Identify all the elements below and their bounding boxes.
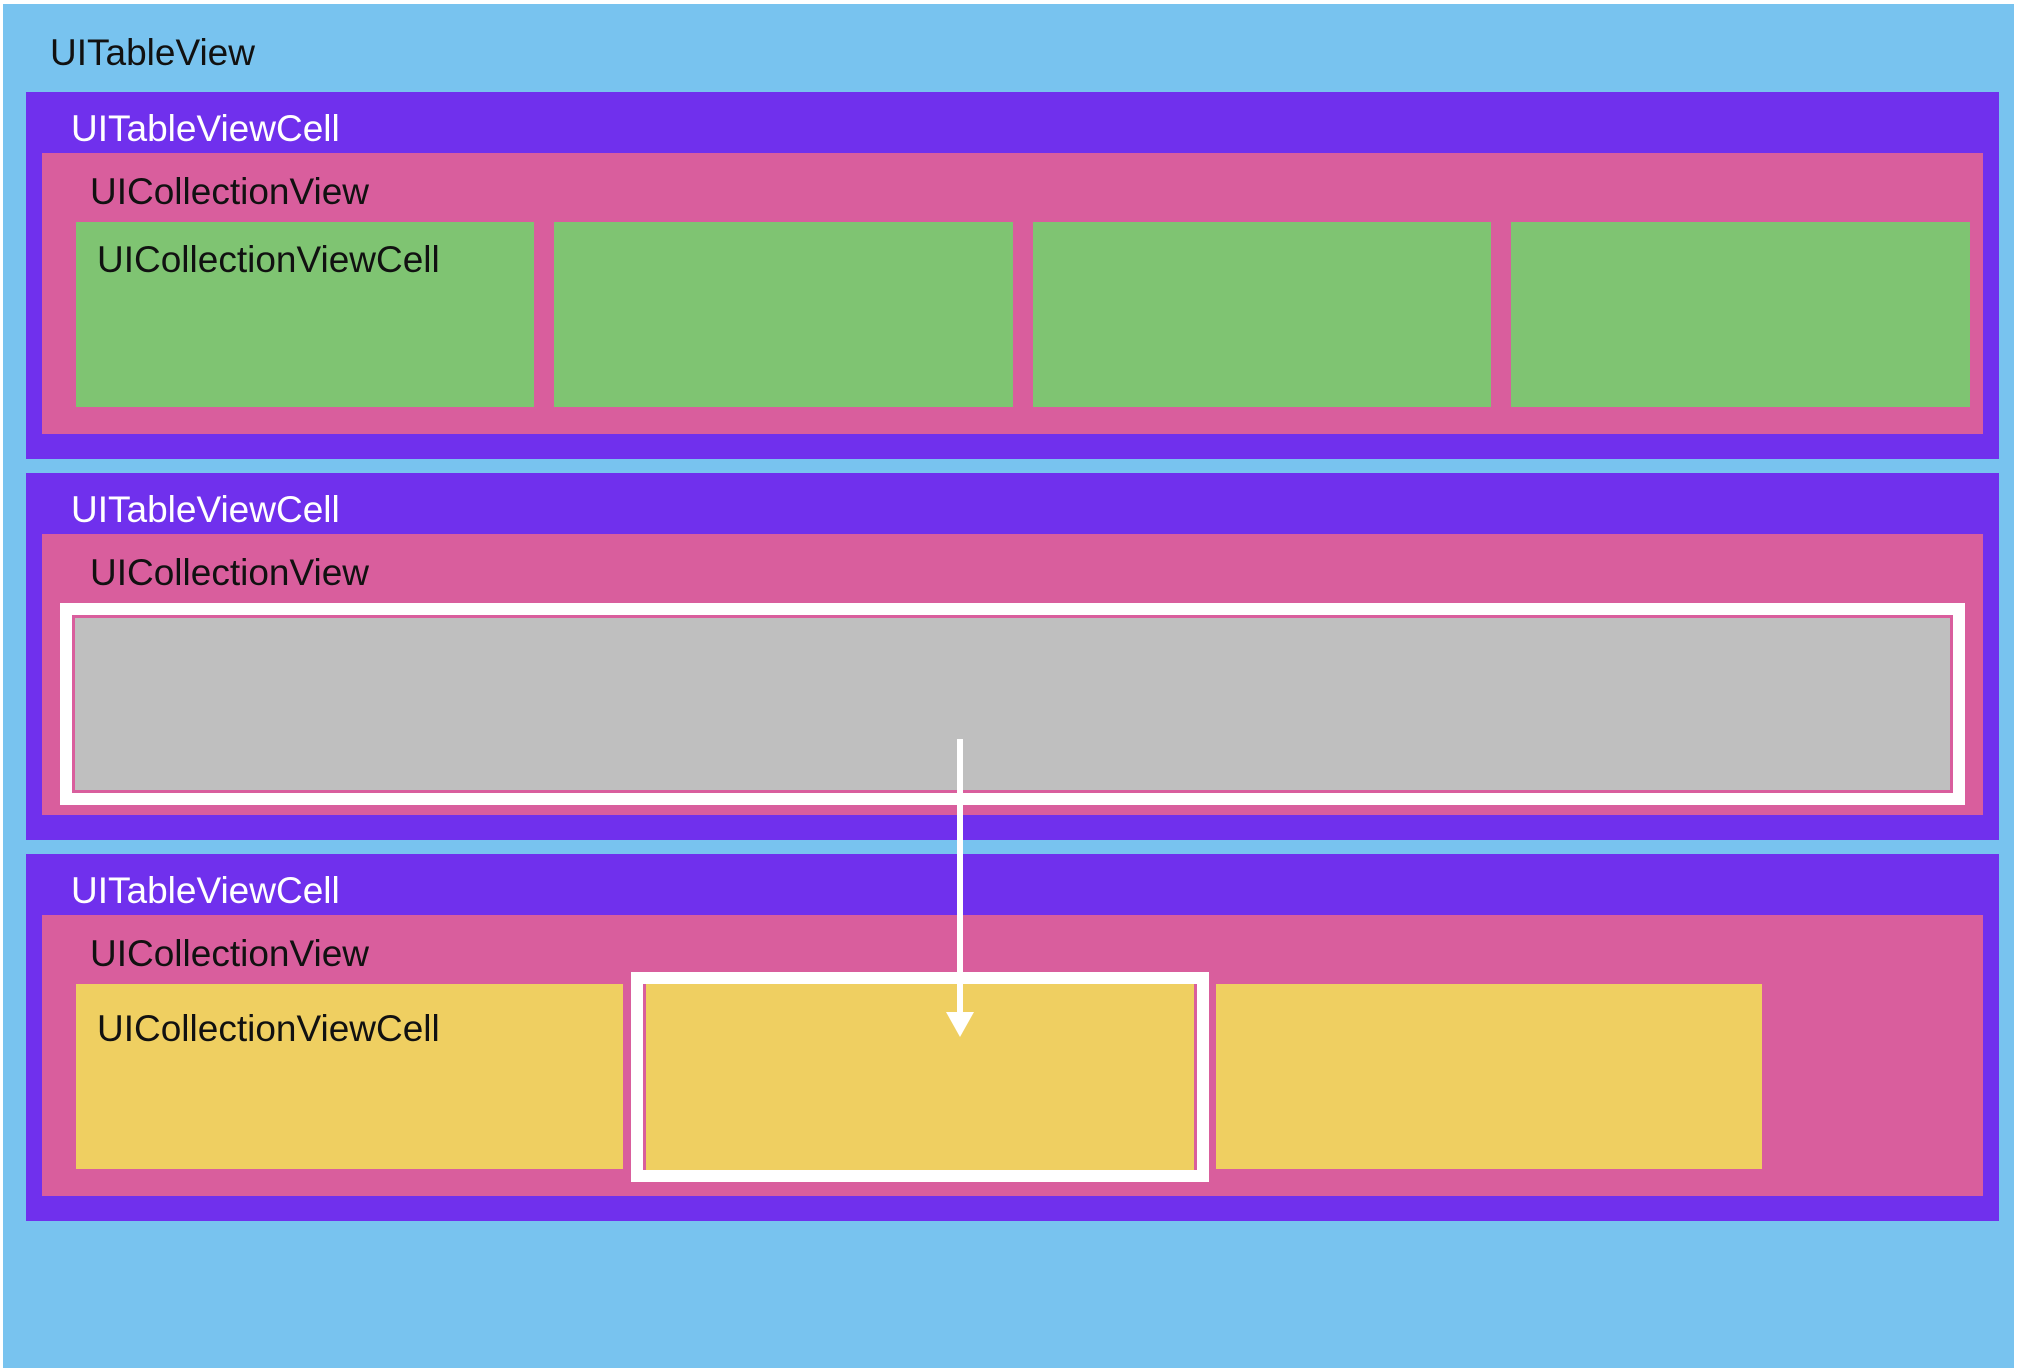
collection-view-1: UICollectionView UICollectionViewCell xyxy=(42,153,1983,434)
collection-view-cell xyxy=(646,984,1194,1170)
collection-view-label: UICollectionView xyxy=(90,933,369,974)
table-view-cell-label: UITableViewCell xyxy=(71,108,340,149)
table-view-label: UITableView xyxy=(50,32,255,73)
selected-item-outline xyxy=(60,603,1965,805)
collection-view-cell: UICollectionViewCell xyxy=(76,222,534,407)
collection-view-label: UICollectionView xyxy=(90,552,369,593)
collection-view-cell xyxy=(1033,222,1491,407)
collection-view-cell-label: UICollectionViewCell xyxy=(97,239,440,280)
table-view-cell-label: UITableViewCell xyxy=(71,489,340,530)
table-view-cell-3: UITableViewCell UICollectionView UIColle… xyxy=(26,854,1999,1221)
collection-view-cell xyxy=(1216,984,1762,1169)
table-view-cell-2: UITableViewCell UICollectionView xyxy=(26,473,1999,840)
table-view-cell-label: UITableViewCell xyxy=(71,870,340,911)
collection-view-cell-full-width xyxy=(75,618,1950,790)
collection-view-3: UICollectionView UICollectionViewCell xyxy=(42,915,1983,1196)
collection-view-cell-label: UICollectionViewCell xyxy=(97,1008,440,1049)
collection-view-2: UICollectionView xyxy=(42,534,1983,815)
selected-item-outline xyxy=(631,972,1209,1182)
collection-view-cell xyxy=(554,222,1013,407)
collection-view-cell: UICollectionViewCell xyxy=(76,984,623,1169)
table-view-cell-1: UITableViewCell UICollectionView UIColle… xyxy=(26,92,1999,459)
collection-view-cell xyxy=(1511,222,1970,407)
collection-view-label: UICollectionView xyxy=(90,171,369,212)
table-view: UITableView UITableViewCell UICollection… xyxy=(3,4,2014,1368)
